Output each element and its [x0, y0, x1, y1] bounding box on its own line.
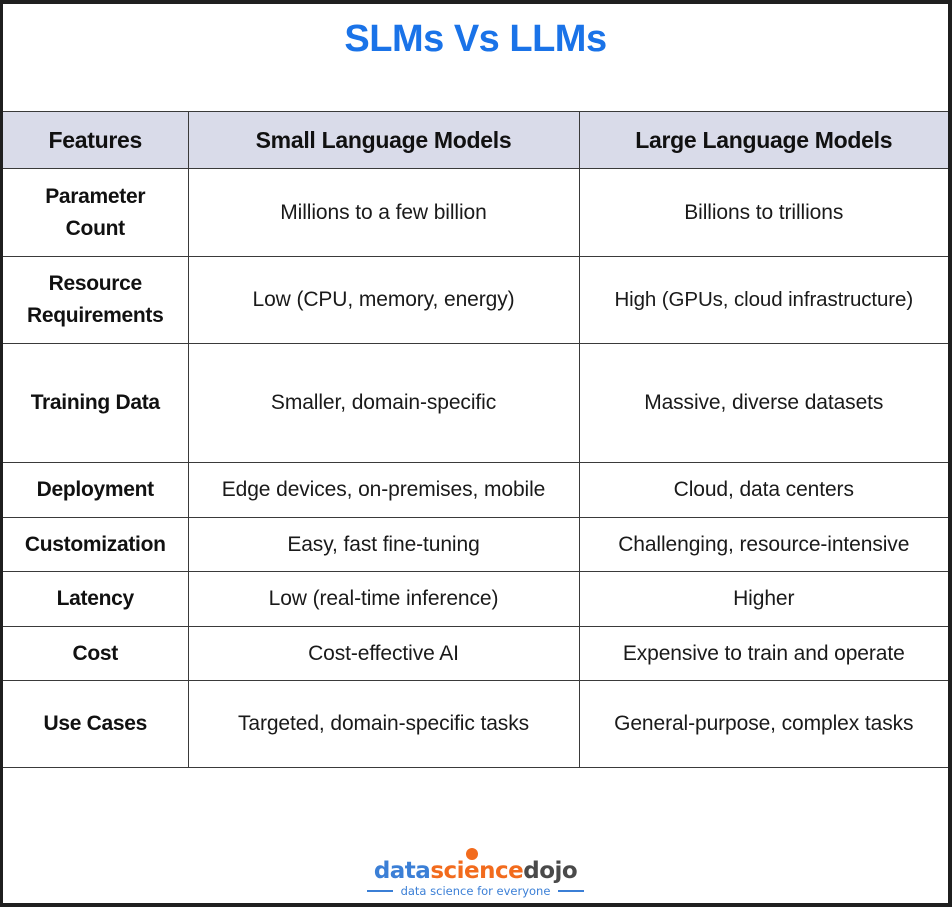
table-row: Training Data Smaller, domain-specific M…	[3, 343, 948, 463]
infographic-canvas: SLMs Vs LLMs Features Small Language Mod…	[3, 4, 948, 903]
logo-tagline: data science for everyone	[3, 884, 948, 898]
slm-cell: Smaller, domain-specific	[187, 343, 580, 463]
logo-word-dojo: dojo	[523, 858, 578, 884]
table-row: Use Cases Targeted, domain-specific task…	[3, 680, 948, 768]
slm-cell: Cost-effective AI	[187, 626, 580, 681]
table-row: Latency Low (real-time inference) Higher	[3, 571, 948, 627]
header-features: Features	[3, 111, 189, 169]
feature-cell: Cost	[3, 626, 189, 681]
table-header-row: Features Small Language Models Large Lan…	[3, 111, 948, 169]
logo-wordmark: datasciencedojo	[373, 848, 578, 886]
table-row: Customization Easy, fast fine-tuning Cha…	[3, 517, 948, 572]
feature-cell: Deployment	[3, 462, 189, 518]
header-large-language-models: Large Language Models	[578, 111, 948, 169]
page-title: SLMs Vs LLMs	[344, 18, 607, 60]
llm-cell: Billions to trillions	[578, 168, 948, 257]
table-row: Resource Requirements Low (CPU, memory, …	[3, 256, 948, 344]
llm-cell: Cloud, data centers	[578, 462, 948, 518]
feature-cell: Latency	[3, 571, 189, 627]
feature-cell: Customization	[3, 517, 189, 572]
datasciencedojo-logo: datasciencedojo data science for everyon…	[3, 846, 948, 898]
slm-cell: Millions to a few billion	[187, 168, 580, 257]
feature-cell: Parameter Count	[3, 168, 189, 257]
table-row: Parameter Count Millions to a few billio…	[3, 168, 948, 257]
slm-cell: Easy, fast fine-tuning	[187, 517, 580, 572]
table-row: Deployment Edge devices, on-premises, mo…	[3, 462, 948, 518]
header-small-language-models: Small Language Models	[187, 111, 580, 169]
comparison-table: Features Small Language Models Large Lan…	[3, 111, 948, 768]
llm-cell: Higher	[578, 571, 948, 627]
slm-cell: Edge devices, on-premises, mobile	[187, 462, 580, 518]
slm-cell: Targeted, domain-specific tasks	[187, 680, 580, 768]
feature-cell: Use Cases	[3, 680, 189, 768]
slm-cell: Low (real-time inference)	[187, 571, 580, 627]
tagline-left-rule	[366, 890, 393, 892]
llm-cell: Expensive to train and operate	[578, 626, 948, 681]
slm-cell: Low (CPU, memory, energy)	[187, 256, 580, 344]
logo-word-data: data	[373, 858, 431, 884]
llm-cell: Challenging, resource-intensive	[578, 517, 948, 572]
tagline-text: data science for everyone	[400, 884, 551, 898]
tagline-right-rule	[558, 890, 585, 892]
llm-cell: Massive, diverse datasets	[578, 343, 948, 463]
person-gate-icon	[465, 848, 478, 860]
feature-cell: Resource Requirements	[3, 256, 189, 344]
llm-cell: High (GPUs, cloud infrastructure)	[578, 256, 948, 344]
logo-word-science: science	[430, 858, 524, 884]
table-row: Cost Cost-effective AI Expensive to trai…	[3, 626, 948, 681]
feature-cell: Training Data	[3, 343, 189, 463]
llm-cell: General-purpose, complex tasks	[578, 680, 948, 768]
